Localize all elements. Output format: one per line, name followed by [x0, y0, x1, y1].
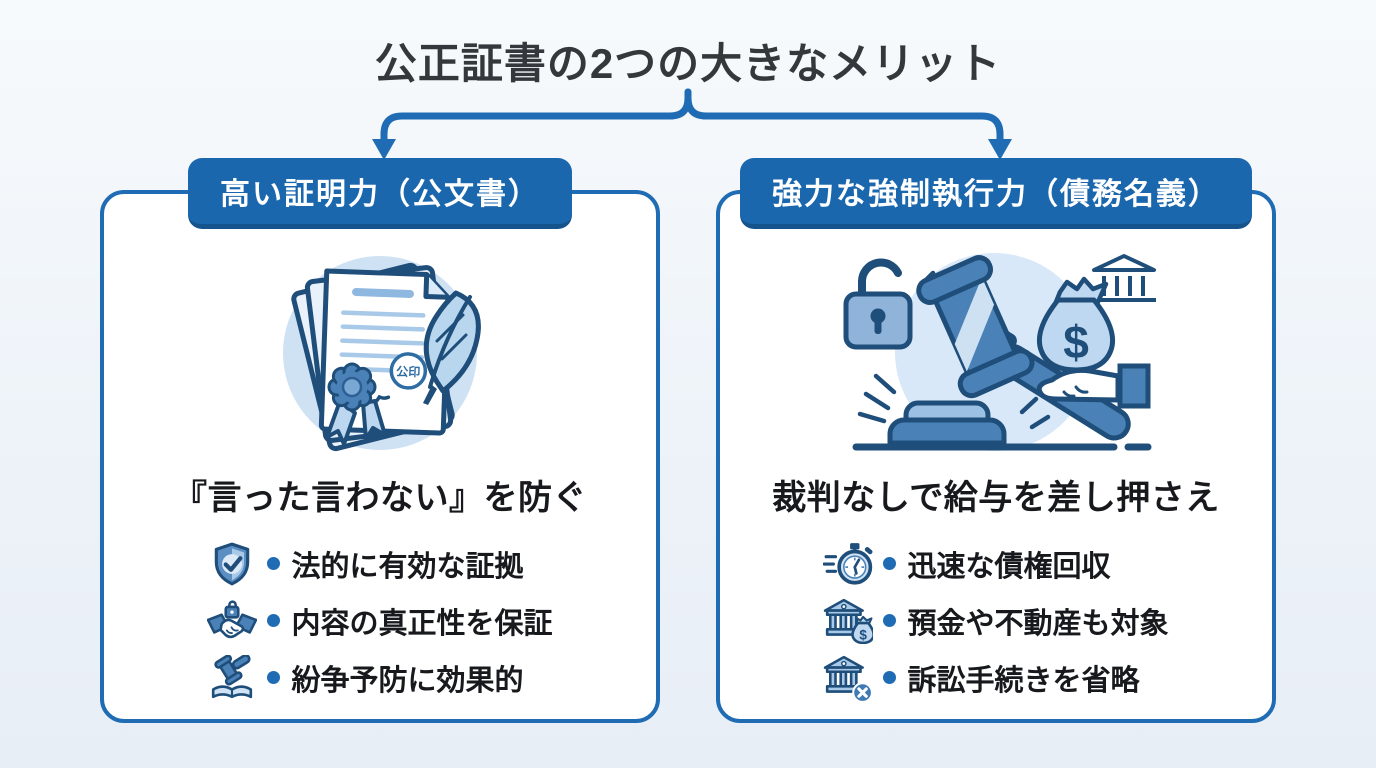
bullet-dot — [883, 671, 897, 684]
card-evidential-power: 高い証明力（公文書） 公印 — [100, 158, 660, 723]
bullet-row: 迅速な債権回収 — [823, 535, 1168, 592]
page-title: 公正証書の2つの大きなメリット — [374, 40, 1002, 87]
sleeve — [1117, 363, 1151, 409]
money-bag: $ — [1036, 276, 1116, 373]
card-enforcement-subtitle: 裁判なしで給与を差し押さえ — [772, 479, 1220, 517]
document-illustration-wrap: 公印 — [104, 240, 656, 462]
gavel-illustration-wrap: $ — [720, 240, 1272, 462]
bullet-label: 法的に有効な証拠 — [291, 550, 524, 583]
svg-text:$: $ — [860, 627, 868, 642]
svg-text:$: $ — [1063, 316, 1089, 368]
bullet-label: 訴訟手続きを省略 — [907, 664, 1140, 697]
arrowhead-right — [988, 139, 1012, 160]
bullet-row: 紛争予防に効果的 — [207, 649, 552, 706]
bullet-dot — [267, 557, 281, 570]
title-line — [352, 288, 415, 298]
bullet-label: 紛争予防に効果的 — [291, 664, 524, 697]
bullet-dot — [883, 614, 897, 627]
handshake-lock-icon — [207, 596, 258, 646]
bank-moneybag-icon: $ — [823, 596, 874, 646]
bullet-row: $ 預金や不動産も対象 — [823, 592, 1169, 649]
card-enforcement-power: 強力な強制執行力（債務名義） — [716, 158, 1276, 723]
shield-check-icon — [207, 539, 257, 589]
sound-block — [887, 400, 1007, 446]
enforcement-bullet-list: 迅速な債権回収 $ — [823, 535, 1169, 706]
bullet-dot — [883, 557, 897, 570]
bullet-dot — [267, 671, 281, 684]
evidential-bullet-list: 法的に有効な証拠 内容の真正性を保証 — [207, 535, 553, 706]
card-evidential-power-header: 高い証明力（公文書） — [188, 158, 572, 229]
official-stamp: 公印 — [389, 352, 428, 390]
bullet-dot — [267, 614, 281, 627]
card-evidential-subtitle: 『言った言わない』を防ぐ — [173, 479, 587, 517]
arrowhead-left — [372, 139, 396, 160]
bullet-row: 訴訟手続きを省略 — [823, 649, 1168, 706]
quill-feather — [423, 290, 481, 405]
corner-fold — [423, 274, 449, 300]
notarized-document-illustration: 公印 — [283, 256, 481, 452]
bullet-label: 迅速な債権回収 — [907, 550, 1111, 583]
bullet-label: 預金や不動産も対象 — [907, 607, 1169, 640]
pen-nib — [423, 385, 437, 405]
svg-text:公印: 公印 — [396, 364, 421, 380]
card-enforcement-power-header: 強力な強制執行力（債務名義） — [740, 158, 1252, 229]
holding-hand — [1036, 363, 1151, 409]
bullet-label: 内容の真正性を保証 — [291, 607, 553, 640]
bank-mini — [1092, 254, 1156, 302]
bank-cross-icon — [823, 653, 874, 703]
bullet-row: 法的に有効な証拠 — [207, 535, 552, 592]
stopwatch-icon — [823, 539, 873, 589]
broken-padlock — [843, 258, 913, 350]
bullet-row: 内容の真正性を保証 — [207, 592, 553, 649]
enforcement-illustration: $ — [843, 253, 1156, 451]
rosette-seal — [325, 362, 387, 446]
gavel-book-icon — [207, 653, 257, 703]
